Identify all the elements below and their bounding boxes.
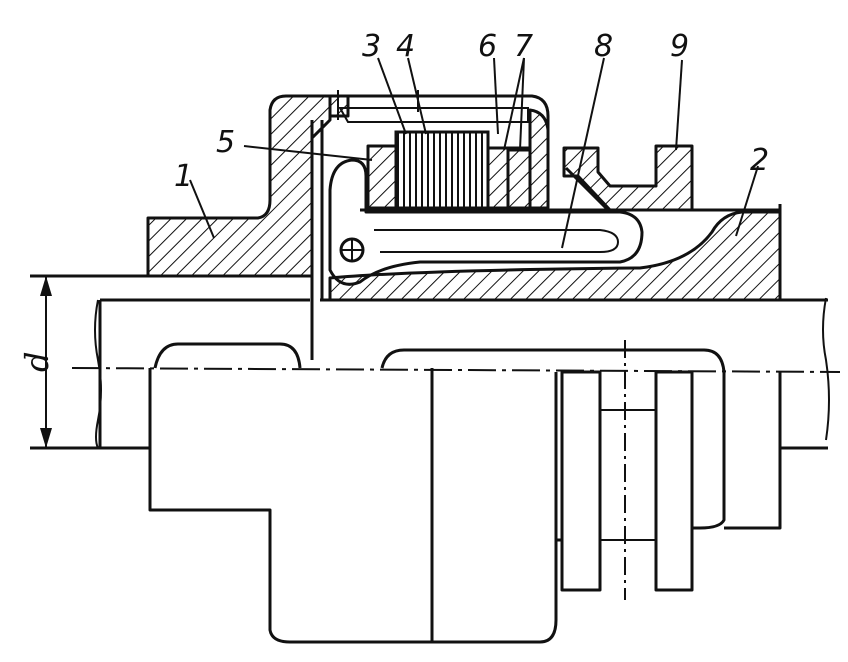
- housing-cap-rim: [528, 108, 550, 210]
- lower-housing: [148, 368, 600, 644]
- gear-discs: [560, 340, 694, 600]
- centerline: [71, 367, 841, 373]
- leader-lines: [189, 57, 759, 249]
- friction-disc-pack: [366, 130, 532, 210]
- label-part-6: 6: [478, 29, 497, 64]
- label-part-7: 7: [514, 29, 533, 64]
- key-slot-left: [153, 342, 302, 369]
- housing-cap: [330, 94, 550, 208]
- key-slot-right: [380, 348, 726, 373]
- label-part-1: 1: [174, 159, 193, 194]
- dimension-d: d: [18, 276, 56, 448]
- label-part-4: 4: [396, 29, 415, 64]
- lever-rod: [310, 120, 324, 360]
- label-part-2: 2: [750, 143, 769, 178]
- label-part-8: 8: [594, 29, 613, 64]
- part-2-hub: [328, 210, 782, 302]
- pivot-pin: [339, 237, 365, 263]
- right-hub-lower: [690, 372, 828, 530]
- label-part-9: 9: [670, 29, 689, 64]
- label-part-5: 5: [216, 125, 235, 160]
- dimension-d-label: d: [18, 352, 56, 372]
- label-part-3: 3: [362, 29, 381, 64]
